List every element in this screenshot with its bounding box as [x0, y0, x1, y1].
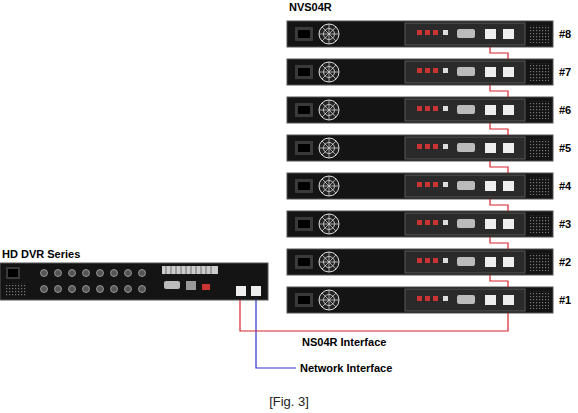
nvs-unit: #4: [287, 173, 553, 199]
ns04r-cable: [490, 123, 508, 135]
unit-number: #8: [559, 28, 571, 41]
unit-number: #2: [559, 256, 571, 269]
nvs04r-units: [287, 21, 553, 313]
nvs04r-unit: [287, 249, 553, 275]
nvs04r-unit: [287, 287, 553, 313]
unit-number: #1: [559, 294, 571, 307]
interface-label: Network Interface: [300, 362, 392, 375]
nvs-unit: #2: [287, 249, 553, 275]
nvs-unit: #6: [287, 97, 553, 123]
dvr-rear-panel: [0, 263, 268, 300]
nvs-unit: #3: [287, 211, 553, 237]
unit-number: #3: [559, 218, 571, 231]
ns04r-cable: [490, 47, 508, 59]
network-interface-leader: [256, 300, 296, 368]
ns04r-cable: [490, 275, 508, 287]
figure-caption: [Fig. 3]: [269, 394, 309, 409]
nvs-unit: #5: [287, 135, 553, 161]
interface-label: NS04R Interface: [302, 336, 386, 349]
unit-number: #7: [559, 66, 571, 79]
ns04r-cable: [490, 199, 508, 211]
device-name: HD DVR Series: [2, 248, 80, 261]
unit-number: #5: [559, 142, 571, 155]
nvs04r-unit: [287, 59, 553, 85]
unit-number: #4: [559, 180, 571, 193]
ns04r-cable: [490, 237, 508, 249]
ns04r-cable: [490, 161, 508, 173]
nvs04r-unit: [287, 21, 553, 47]
nvs-unit: #7: [287, 59, 553, 85]
ns04r-cable: [240, 300, 508, 331]
nvs-unit: #8: [287, 21, 553, 47]
nvs04r-unit: [287, 173, 553, 199]
ns04r-cable: [490, 85, 508, 97]
nvs04r-unit: [287, 135, 553, 161]
dvr-device: HD DVR Series: [0, 263, 268, 300]
nvs-unit: #1: [287, 287, 553, 313]
unit-number: #6: [559, 104, 571, 117]
nvs04r-unit: [287, 211, 553, 237]
nvs04r-unit: [287, 97, 553, 123]
model-name: NVS04R: [289, 1, 332, 14]
